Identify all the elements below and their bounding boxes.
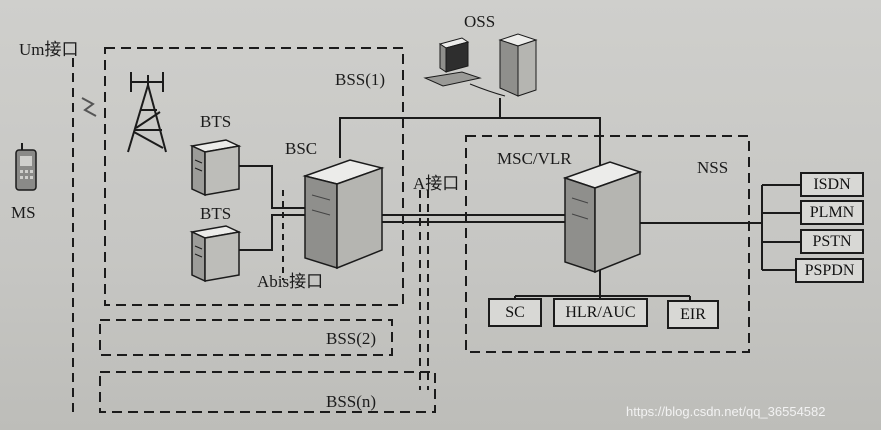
abis-interface-label: Abis接口 bbox=[257, 273, 323, 290]
antenna-tower-icon bbox=[128, 72, 166, 152]
radio-wave-icon bbox=[82, 98, 96, 116]
network-box-pspdn: PSPDN bbox=[795, 258, 864, 283]
oss-label: OSS bbox=[464, 13, 495, 30]
bts-top-label: BTS bbox=[200, 113, 231, 130]
watermark: https://blog.csdn.net/qq_36554582 bbox=[626, 404, 826, 419]
bssn-boundary bbox=[100, 372, 435, 412]
bsc-cabinet-icon bbox=[305, 160, 382, 268]
bts-bottom-server-icon bbox=[192, 226, 239, 281]
bss2-label: BSS(2) bbox=[326, 330, 376, 347]
ms-label: MS bbox=[11, 204, 36, 221]
sc-box: SC bbox=[488, 298, 542, 327]
nss-label: NSS bbox=[697, 159, 728, 176]
bts-bottom-label: BTS bbox=[200, 205, 231, 222]
bts2-bsc-link bbox=[237, 215, 305, 250]
eir-box: EIR bbox=[667, 300, 719, 329]
um-interface-label: Um接口 bbox=[19, 41, 79, 58]
bts-top-server-icon bbox=[192, 140, 239, 195]
network-box-plmn: PLMN bbox=[800, 200, 864, 225]
oss-workstation-icon bbox=[425, 34, 536, 96]
mobile-phone-icon bbox=[16, 143, 36, 190]
hlr-auc-box: HLR/AUC bbox=[553, 298, 648, 327]
network-box-isdn: ISDN bbox=[800, 172, 864, 197]
bssn-label: BSS(n) bbox=[326, 393, 376, 410]
bss1-label: BSS(1) bbox=[335, 71, 385, 88]
bts1-bsc-link bbox=[237, 166, 305, 208]
bsc-label: BSC bbox=[285, 140, 317, 157]
msc-label: MSC/VLR bbox=[497, 150, 572, 167]
network-box-pstn: PSTN bbox=[800, 229, 864, 254]
a-interface-label: A接口 bbox=[413, 175, 459, 192]
msc-cabinet-icon bbox=[565, 162, 640, 272]
